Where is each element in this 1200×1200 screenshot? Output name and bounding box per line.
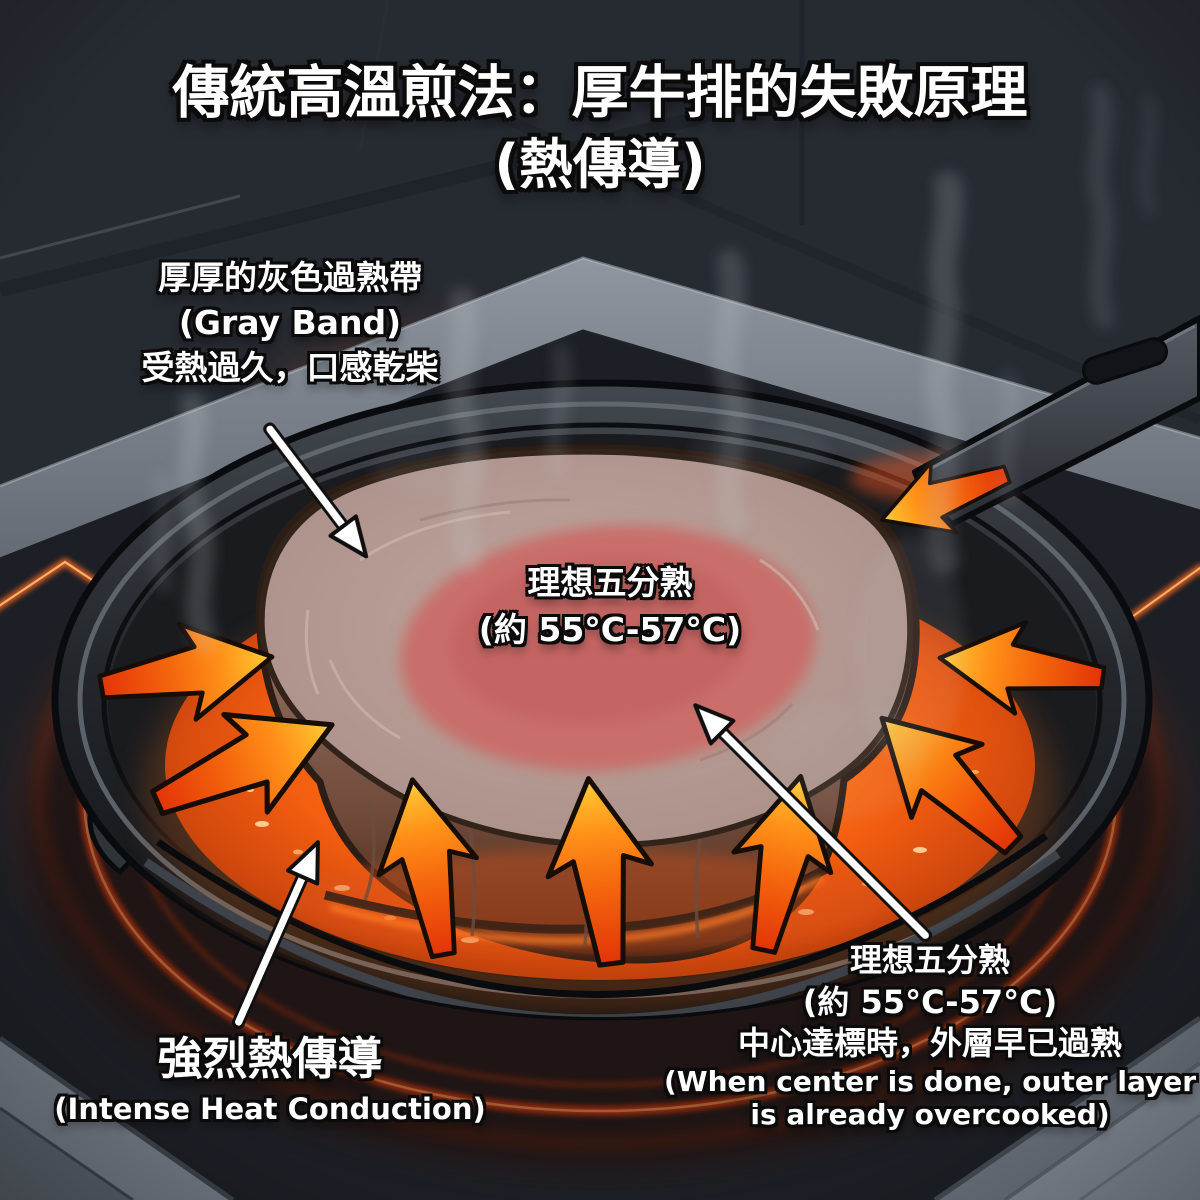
right-doneness-label: 理想五分熟 (約 55°C-57°C) 中心達標時，外層早已過熟 (When c… — [630, 940, 1200, 1131]
conduction-line-2: (Intense Heat Conduction) — [54, 1092, 486, 1126]
conduction-label: 強烈熱傳導 (Intense Heat Conduction) — [10, 1032, 530, 1127]
center-doneness-line-1: 理想五分熟 — [527, 563, 693, 602]
gray-band-line-3: 受熱過久，口感乾柴 — [141, 347, 439, 387]
page-title: 傳統高溫煎法：厚牛排的失敗原理 (熱傳導) — [0, 56, 1200, 200]
right-doneness-line-1: 理想五分熟 — [849, 941, 1010, 979]
title-line-2: (熱傳導) — [494, 133, 706, 197]
gray-band-label: 厚厚的灰色過熟帶 (Gray Band) 受熱過久，口感乾柴 — [35, 256, 545, 391]
conduction-line-1: 強烈熱傳導 — [157, 1032, 383, 1085]
gray-band-line-1: 厚厚的灰色過熟帶 — [158, 258, 422, 297]
right-doneness-line-2: (約 55°C-57°C) — [802, 982, 1058, 1021]
right-doneness-line-3: 中心達標時，外層早已過熟 — [737, 1024, 1122, 1063]
title-line-1: 傳統高溫煎法：厚牛排的失敗原理 — [172, 60, 1028, 126]
center-doneness-label: 理想五分熟 (約 55°C-57°C) — [405, 560, 815, 654]
right-doneness-line-4: (When center is done, outer layer — [663, 1064, 1197, 1098]
right-doneness-line-5: is already overcooked) — [750, 1097, 1110, 1131]
center-doneness-line-2: (約 55°C-57°C) — [478, 609, 742, 649]
gray-band-line-2: (Gray Band) — [178, 302, 402, 342]
